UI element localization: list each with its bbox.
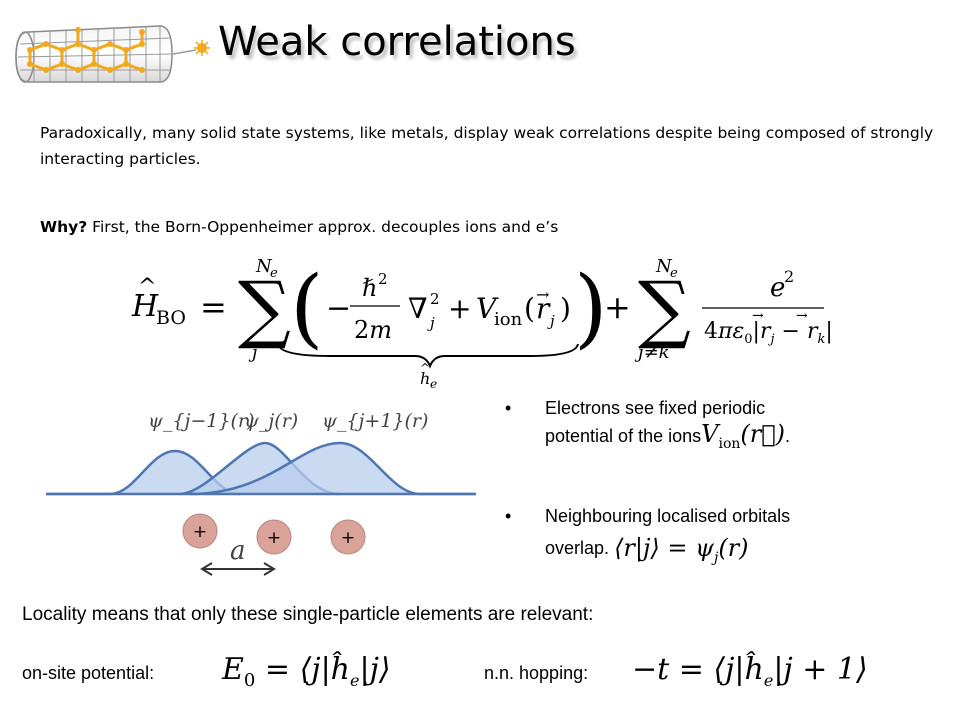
intro-paragraph: Paradoxically, many solid state systems,… <box>40 124 934 168</box>
svg-text:→: → <box>796 308 808 324</box>
why-rest: First, the Born-Oppenheimer approx. deco… <box>87 218 559 236</box>
svg-text:+: + <box>604 288 631 326</box>
orbital-label-j: ψ_j(r) <box>244 410 298 432</box>
lattice-spacing-arrow <box>200 562 276 576</box>
svg-text:2: 2 <box>430 290 440 308</box>
orbital-overlap-diagram: ψ_{j−1}(r) ψ_j(r) ψ_{j+1}(r) + + + a <box>46 410 476 576</box>
lattice-constant-label: a <box>230 536 246 566</box>
svg-text:2: 2 <box>784 267 794 286</box>
ion-1: + <box>182 513 218 549</box>
svg-text:j: j <box>427 314 435 332</box>
svg-text:(: ( <box>290 258 324 358</box>
bullet-2-line2: overlap. ⟨r|j⟩ = ψj(r) <box>545 534 749 566</box>
svg-text:∑: ∑ <box>638 266 691 352</box>
svg-text:ion: ion <box>494 309 523 330</box>
onsite-formula: E0 = ⟨j|ĥe|j⟩ <box>222 652 391 691</box>
bullet-dot: • <box>505 398 512 418</box>
ion-3: + <box>330 519 366 555</box>
svg-text:−: − <box>326 291 351 326</box>
svg-text:r: r <box>536 292 551 325</box>
orbital-label-jp1: ψ_{j+1}(r) <box>322 410 428 432</box>
svg-text:4πε0|rj − rk|: 4πε0|rj − rk| <box>704 319 833 347</box>
svg-text:j≠k: j≠k <box>634 342 670 363</box>
svg-text:ℏ: ℏ <box>362 274 377 302</box>
svg-text:e: e <box>270 266 278 281</box>
bullet-2-line1: Neighbouring localised orbitals <box>545 506 791 526</box>
svg-text:→: → <box>752 308 764 324</box>
svg-text:+: + <box>341 528 355 548</box>
svg-text:^: ^ <box>420 361 430 375</box>
hopping-label: n.n. hopping: <box>484 663 589 683</box>
svg-text:e: e <box>430 377 437 391</box>
svg-text:∇: ∇ <box>408 292 428 325</box>
why-line: Why? First, the Born-Oppenheimer approx.… <box>40 218 558 236</box>
svg-text:N: N <box>655 256 673 277</box>
svg-text:+: + <box>267 528 281 548</box>
svg-text:+: + <box>193 522 207 542</box>
svg-text:2m: 2m <box>354 316 392 344</box>
svg-text:BO: BO <box>156 307 186 329</box>
svg-text:∑: ∑ <box>238 266 291 352</box>
svg-text:e: e <box>770 273 785 303</box>
svg-text:(: ( <box>524 292 535 325</box>
orbital-label-jm1: ψ_{j−1}(r) <box>148 410 254 432</box>
svg-text:): ) <box>574 258 608 358</box>
gaussian-orbital-jp1 <box>189 441 476 496</box>
svg-text:j: j <box>547 312 555 330</box>
locality-statement: Locality means that only these single-pa… <box>22 604 594 625</box>
bullet-1-line2: potential of the ionsVion(r⃗). <box>545 420 791 452</box>
svg-text:H: H <box>131 289 159 324</box>
svg-text:j: j <box>248 342 258 363</box>
born-oppenheimer-hamiltonian: H ^ BO = ∑ N e j ( − ℏ 2 2m ∇ 2 j + V io… <box>131 256 833 391</box>
slide-title: Weak correlations <box>218 19 576 65</box>
overlap-formula: ⟨r|j⟩ = ψj(r) <box>614 534 749 566</box>
svg-text:e: e <box>670 266 678 281</box>
ion-2: + <box>256 519 292 555</box>
svg-text:N: N <box>255 256 273 277</box>
svg-text:): ) <box>560 292 571 325</box>
hopping-formula: −t = ⟨j|ĥe|j + 1⟩ <box>632 652 868 690</box>
svg-text:+: + <box>448 292 471 325</box>
nanotube-logo <box>15 25 210 83</box>
why-bold: Why? <box>40 218 88 236</box>
svg-text:→: → <box>536 285 549 304</box>
bullet-dot: • <box>505 506 512 526</box>
svg-text:V: V <box>476 292 499 325</box>
bullet-1-line1: Electrons see fixed periodic <box>545 398 766 418</box>
svg-text:2: 2 <box>378 270 388 288</box>
svg-text:^: ^ <box>138 275 156 300</box>
v-ion-formula: Vion(r⃗) <box>701 420 786 452</box>
svg-text:h: h <box>420 369 430 388</box>
onsite-label: on-site potential: <box>22 663 155 683</box>
spark-icon <box>194 40 210 56</box>
svg-text:=: = <box>200 288 227 326</box>
